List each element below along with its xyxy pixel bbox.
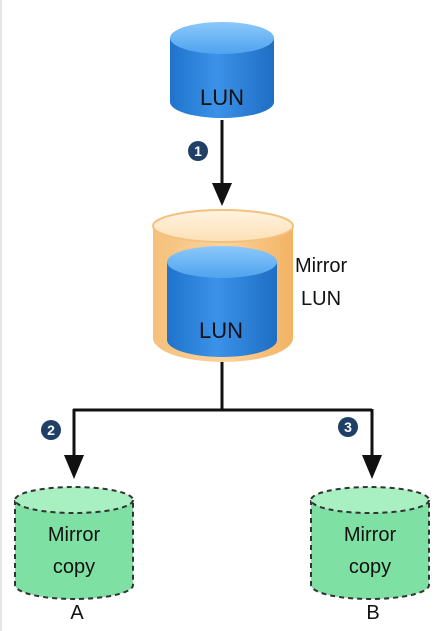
mirror-copy-b-label-line1: Mirror <box>344 524 397 546</box>
mirror-copy-a-body <box>14 500 134 600</box>
arrow-3-head <box>362 455 382 479</box>
step-3-circle <box>338 417 358 437</box>
mirror-copy-b-label-line2: copy <box>349 556 391 578</box>
source-lun-cylinder: LUN <box>170 22 274 118</box>
mirror-copy-b-cylinder: Mirror copy <box>310 486 430 600</box>
mirror-copy-a-label-line2: copy <box>53 556 95 578</box>
mirror-copy-a-cylinder: Mirror copy <box>14 486 134 600</box>
arrow-2-head <box>64 455 84 479</box>
mirror-inner-lun-top <box>167 246 277 278</box>
mirror-inner-lun-body <box>167 262 277 357</box>
arrow-1-head <box>212 183 232 206</box>
mirror-copy-b-caption: B <box>366 602 379 624</box>
mirror-copy-b-body <box>310 500 430 600</box>
mirror-lun-cylinder: LUN <box>152 209 294 362</box>
step-3-badge: 3 <box>338 417 358 437</box>
step-1-number: 1 <box>194 143 202 159</box>
step-1-circle <box>188 141 208 161</box>
mirror-copy-a-label-line1: Mirror <box>48 524 101 546</box>
step-2-circle <box>41 420 61 440</box>
arrow-step-1 <box>212 120 232 206</box>
step-2-badge: 2 <box>41 420 61 440</box>
mirror-inner-lun-label: LUN <box>199 318 243 343</box>
mirror-lun-label-line2: LUN <box>301 288 341 310</box>
source-lun-body <box>170 38 274 118</box>
source-lun-top <box>170 22 274 54</box>
mirror-copy-a-caption: A <box>70 602 84 624</box>
source-lun-label: LUN <box>200 85 244 110</box>
step-2-number: 2 <box>47 422 55 438</box>
step-3-number: 3 <box>344 419 352 435</box>
mirror-copy-a-top <box>14 486 134 514</box>
mirror-lun-outer-top <box>152 209 294 243</box>
step-1-badge: 1 <box>188 141 208 161</box>
mirror-copy-b-top <box>310 486 430 514</box>
splitter-connector <box>64 362 382 479</box>
mirror-lun-label-line1: Mirror <box>295 255 348 277</box>
